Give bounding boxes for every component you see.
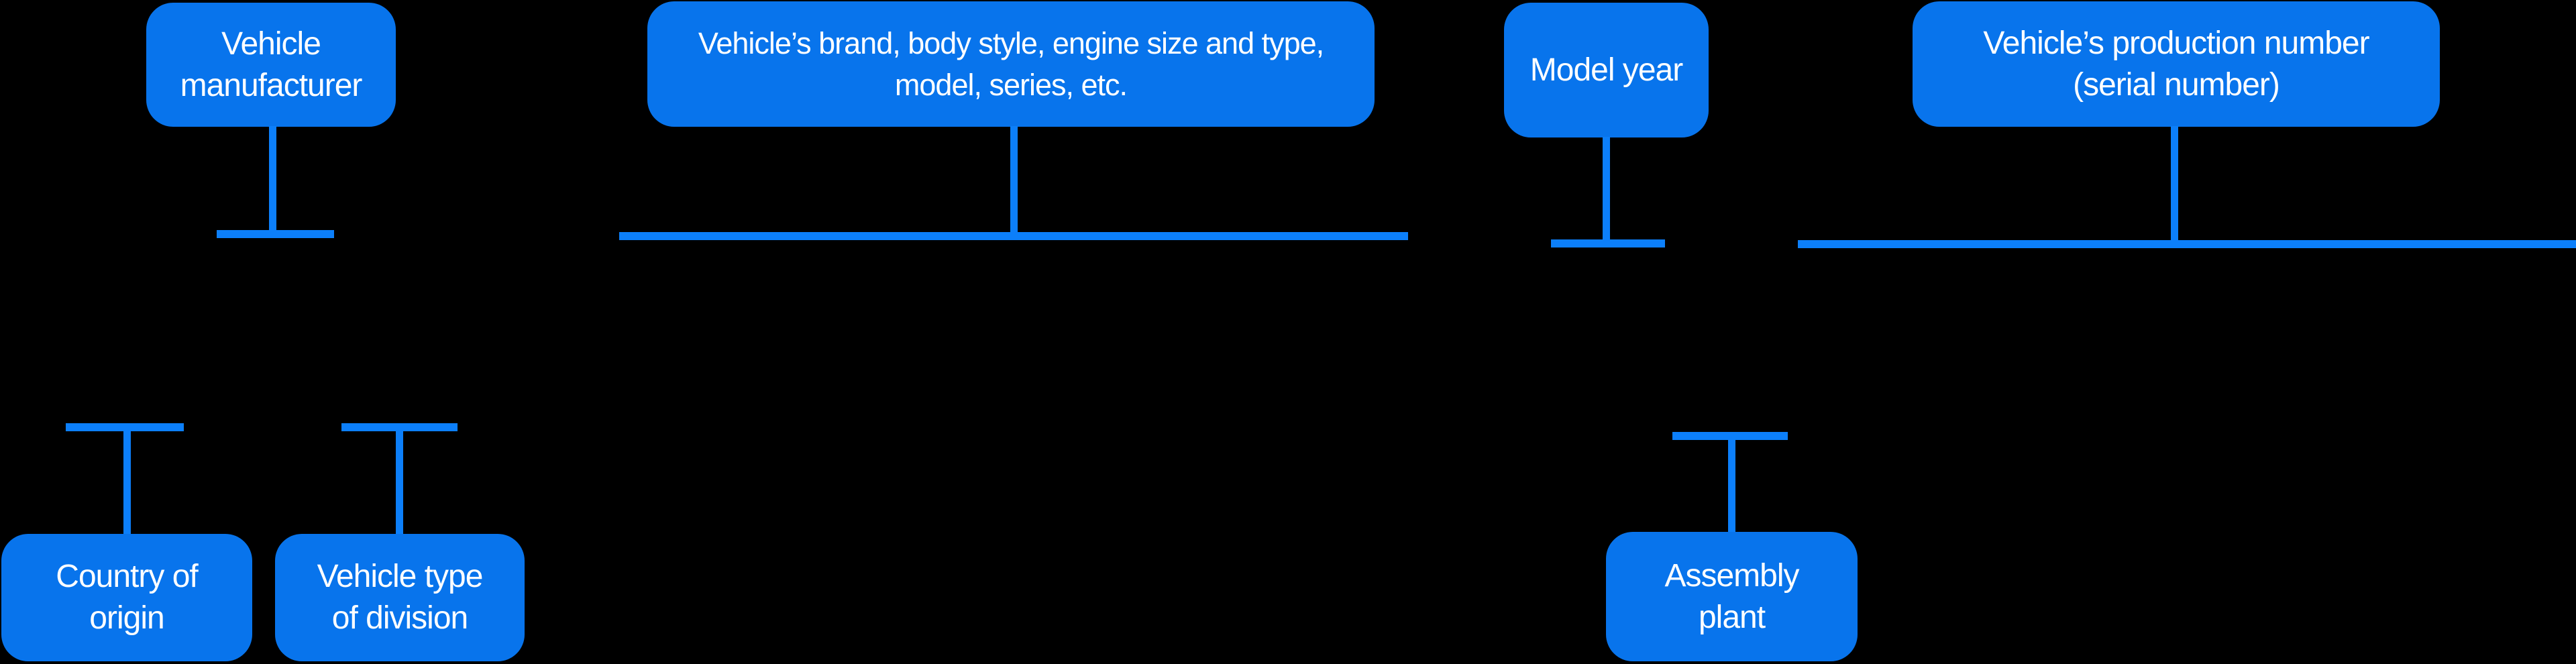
production-number-box: Vehicle’s production number (serial numb…	[1913, 1, 2440, 127]
vehicle-type-box: Vehicle type of division	[275, 534, 525, 661]
assembly-plant-box: Assembly plant	[1606, 532, 1858, 661]
model-year-label: Model year	[1529, 52, 1683, 88]
country-of-origin-label-line1: Country of	[56, 559, 198, 594]
country-of-origin-connector-stem	[123, 431, 131, 534]
vehicle-manufacturer-label-line2: manufacturer	[180, 67, 363, 103]
model-year-connector-stem	[1603, 137, 1610, 240]
vehicle-manufacturer-box: Vehicle manufacturer	[146, 3, 396, 127]
vehicle-type-span-bar	[341, 423, 458, 431]
assembly-plant-connector-stem	[1728, 440, 1735, 532]
assembly-plant-label-line2: plant	[1698, 599, 1766, 635]
vehicle-descriptor-span-bar	[619, 232, 1408, 240]
model-year-span-bar	[1551, 239, 1665, 247]
vehicle-type-label-line1: Vehicle type	[317, 559, 484, 594]
vehicle-type-connector-stem	[396, 431, 403, 534]
assembly-plant-label-line1: Assembly	[1664, 557, 1799, 594]
vehicle-descriptor-label-line1: Vehicle’s brand, body style, engine size…	[698, 25, 1324, 60]
vehicle-manufacturer-span-bar	[217, 230, 334, 238]
production-number-span-bar	[1798, 240, 2576, 248]
vehicle-manufacturer-connector-stem	[269, 126, 276, 231]
vehicle-type-label-line2: of division	[331, 600, 468, 636]
vehicle-descriptor-box: Vehicle’s brand, body style, engine size…	[647, 1, 1375, 127]
production-number-connector-stem	[2171, 126, 2178, 240]
model-year-box: Model year	[1504, 3, 1709, 137]
vehicle-manufacturer-label-line1: Vehicle	[221, 25, 321, 62]
vehicle-descriptor-connector-stem	[1010, 126, 1018, 233]
production-number-label-line2: (serial number)	[2073, 66, 2280, 103]
assembly-plant-span-bar	[1672, 432, 1788, 440]
vehicle-descriptor-label-line2: model, series, etc.	[894, 67, 1128, 102]
country-of-origin-label-line2: origin	[89, 600, 164, 636]
production-number-label-line1: Vehicle’s production number	[1983, 25, 2369, 61]
country-of-origin-span-bar	[66, 423, 184, 431]
country-of-origin-box: Country of origin	[1, 534, 252, 661]
